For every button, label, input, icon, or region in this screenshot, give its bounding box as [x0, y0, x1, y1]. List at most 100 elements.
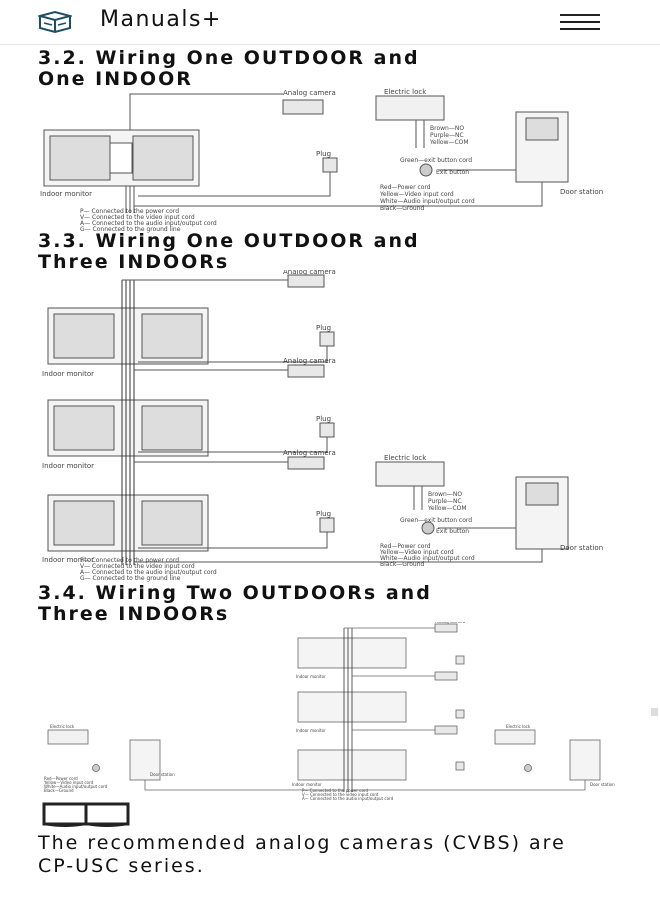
- label-exit-button-cord: Green—exit button cord: [400, 517, 472, 524]
- legend-g: G— Connected to the ground line: [80, 575, 181, 582]
- label-lock-yellow: Yellow—COM: [427, 505, 467, 512]
- label-exit-button: Exit button: [436, 169, 469, 176]
- label-electric-lock: Electric lock: [384, 454, 427, 462]
- wiring-diagram-two-outdoors-three-indoors: Analog camera Electric lock Electric loc…: [43, 622, 615, 801]
- legend-p: P— Connected to the power cord: [302, 788, 368, 793]
- wiring-diagram-one-outdoor-three-indoors: Analog camera Analog camera Analog camer…: [42, 270, 603, 582]
- hamburger-menu-icon[interactable]: [560, 14, 600, 30]
- plug-shape: [319, 517, 335, 533]
- label-cord-black: Black—Ground: [380, 205, 424, 212]
- exit-button-shape: [524, 764, 532, 772]
- camera-shape: [282, 99, 324, 115]
- heading-line: 3.3. Wiring One OUTDOOR and: [38, 230, 420, 252]
- label-plug: Plug: [316, 415, 331, 423]
- label-electric-lock: Electric lock: [384, 88, 427, 96]
- label-indoor-monitor: Indoor monitor: [42, 370, 94, 378]
- note-text: The recommended analog cameras (CVBS) ar…: [38, 832, 566, 877]
- heading-line: Three INDOORs: [38, 251, 230, 273]
- legend-g: G— Connected to the ground line: [80, 226, 181, 233]
- label-plug: Plug: [316, 150, 331, 158]
- label-indoor-monitor: Indoor monitor: [292, 782, 322, 787]
- label-analog-camera: Analog camera: [283, 89, 336, 97]
- plug-shape: [322, 157, 338, 173]
- label-lock-purple: Purple—NC: [428, 498, 462, 505]
- heading-line: One INDOOR: [38, 68, 193, 90]
- label-electric-lock: Electric lock: [506, 724, 531, 729]
- heading-line: Three INDOORs: [38, 603, 230, 625]
- heading-line: 3.4. Wiring Two OUTDOORs and: [38, 582, 432, 604]
- site-brand[interactable]: Manuals+: [100, 7, 222, 32]
- label-analog-camera: Analog camera: [283, 357, 336, 365]
- camera-shape: [434, 725, 458, 735]
- section-heading-3-3: 3.3. Wiring One OUTDOOR and Three INDOOR…: [38, 231, 420, 273]
- label-indoor-monitor: Indoor monitor: [296, 728, 326, 733]
- camera-shape: [287, 456, 325, 470]
- label-cord-red: Red—Power cord: [44, 776, 78, 781]
- label-indoor-monitor: Indoor monitor: [40, 190, 92, 198]
- scroll-indicator[interactable]: [651, 708, 658, 716]
- label-cord-black: Black—Ground: [380, 561, 424, 568]
- book-icon: [42, 802, 130, 827]
- label-plug: Plug: [316, 324, 331, 332]
- legend-v: V— Connected to the video input cord: [80, 563, 195, 570]
- camera-shape: [287, 364, 325, 378]
- label-plug: Plug: [316, 510, 331, 518]
- plug-shape: [455, 761, 465, 771]
- label-electric-lock: Electric lock: [50, 724, 75, 729]
- label-indoor-monitor: Indoor monitor: [42, 556, 94, 564]
- camera-shape: [434, 623, 458, 633]
- label-analog-camera: Analog camera: [283, 449, 336, 457]
- label-lock-brown: Brown—NO: [428, 491, 462, 498]
- label-cord-black: Black—Ground: [44, 788, 74, 793]
- legend-p: P— Connected to the power cord: [80, 208, 179, 215]
- site-header: Manuals+: [0, 0, 660, 45]
- electric-lock-shape: [494, 729, 536, 745]
- label-cord-white: White—Audio input/output cord: [380, 555, 475, 562]
- label-analog-camera: Analog camera: [283, 270, 336, 276]
- legend-a: A— Connected to the audio input/output c…: [302, 796, 394, 801]
- exit-button-shape: [92, 764, 100, 772]
- electric-lock-shape: [375, 461, 445, 487]
- electric-lock-shape: [375, 95, 445, 121]
- label-door-station: Door station: [150, 772, 175, 777]
- plug-shape: [319, 422, 335, 438]
- label-indoor-monitor: Indoor monitor: [42, 462, 94, 470]
- label-cord-white: White—Audio input/output cord: [380, 198, 475, 205]
- label-cord-yellow: Yellow—Video input cord: [379, 191, 454, 198]
- label-lock-yellow: Yellow—COM: [429, 139, 469, 146]
- section-heading-3-2: 3.2. Wiring One OUTDOOR and One INDOOR: [38, 48, 420, 90]
- label-exit-button-cord: Green—exit button cord: [400, 157, 472, 164]
- label-analog-camera: Analog camera: [435, 622, 466, 624]
- door-station-shape: [569, 739, 601, 781]
- label-cord-yellow: Yellow—Video input cord: [43, 780, 94, 785]
- legend-p: P— Connected to the power cord: [80, 557, 179, 564]
- plug-shape: [319, 331, 335, 347]
- label-exit-button: Exit button: [436, 528, 469, 535]
- label-door-station: Door station: [590, 782, 615, 787]
- label-cord-white: White—Audio input/output cord: [44, 784, 108, 789]
- label-cord-red: Red—Power cord: [380, 184, 431, 191]
- label-door-station: Door station: [560, 188, 603, 196]
- legend-v: V— Connected to the video input cord: [80, 214, 195, 221]
- label-indoor-monitor: Indoor monitor: [296, 674, 326, 679]
- label-door-station: Door station: [560, 544, 603, 552]
- legend-a: A— Connected to the audio input/output c…: [80, 220, 217, 227]
- camera-shape: [434, 671, 458, 681]
- plug-shape: [455, 709, 465, 719]
- label-lock-brown: Brown—NO: [430, 125, 464, 132]
- camera-shape: [287, 274, 325, 288]
- plug-shape: [455, 655, 465, 665]
- section-heading-3-4: 3.4. Wiring Two OUTDOORs and Three INDOO…: [38, 583, 432, 625]
- door-station-shape: [129, 739, 161, 781]
- legend-v: V— Connected to the video input cord: [302, 792, 379, 797]
- label-cord-yellow: Yellow—Video input cord: [379, 549, 454, 556]
- exit-button-shape: [419, 163, 433, 177]
- manuals-logo-icon[interactable]: [38, 10, 72, 34]
- heading-line: 3.2. Wiring One OUTDOOR and: [38, 47, 420, 69]
- label-cord-red: Red—Power cord: [380, 543, 431, 550]
- legend-a: A— Connected to the audio input/output c…: [80, 569, 217, 576]
- electric-lock-shape: [47, 729, 89, 745]
- label-lock-purple: Purple—NC: [430, 132, 464, 139]
- exit-button-shape: [421, 521, 435, 535]
- wiring-diagram-one-outdoor-one-indoor: Analog camera Electric lock Brown—NO Pur…: [40, 88, 603, 233]
